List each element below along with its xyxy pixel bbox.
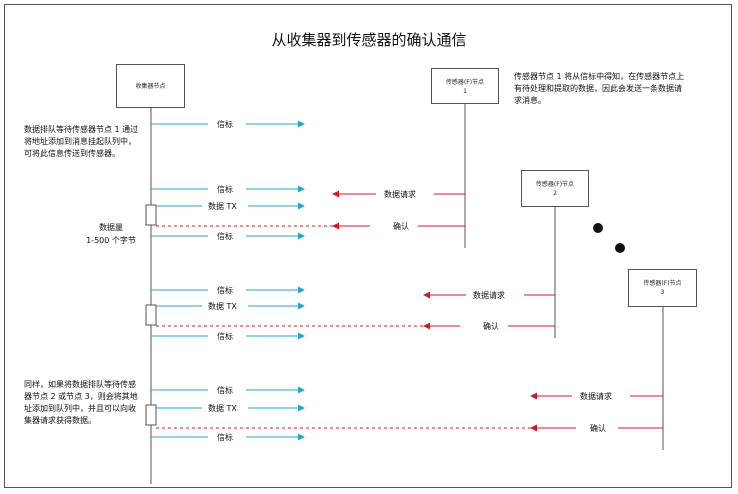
beacon-label: 信标 (217, 120, 233, 129)
activation-box (145, 204, 157, 226)
sensor3-node-label: 传感器(F)节点 (643, 280, 682, 287)
sensor1-node-number: 1 (463, 88, 467, 95)
data-tx-label: 数据 TX (208, 202, 237, 211)
sensor1-beacon-note: 传感器节点 1 将从信标中得知，在传感器节点上有待处理和提取的数据，因此会发送一… (514, 72, 685, 105)
sensor2-node-label: 传感器(F)节点 (535, 181, 575, 188)
collector-node-label: 收集器节点 (135, 83, 166, 90)
payload-size-note: 数据量 1-500 个字节 (86, 223, 136, 245)
beacon-label: 信标 (217, 185, 233, 194)
ack-label: 确认 (483, 322, 499, 331)
activation-box (145, 404, 157, 426)
sensor3-node-box: 传感器(F)节点 3 (628, 269, 697, 307)
diagram-frame (4, 4, 732, 488)
ack-label: 确认 (590, 424, 606, 433)
sensor2-node-box: 传感器(F)节点 2 (521, 170, 589, 207)
ellipsis-dot (615, 243, 625, 253)
beacon-label: 信标 (217, 286, 233, 295)
ack-label: 确认 (393, 222, 409, 231)
beacon-label: 信标 (217, 433, 233, 442)
sensor1-node-box: 传感器(F)节点 1 (431, 68, 499, 104)
diagram-title: 从收集器到传感器的确认通信 (271, 31, 467, 49)
activation-box (145, 304, 157, 326)
queue-other-sensors-note: 同样，如果将数据排队等待传感器节点 2 或节点 3，则会将其地址添加到队列中，并… (24, 380, 138, 425)
queue-sensor1-note: 数据排队等待传感器节点 1 通过将地址添加到消息挂起队列中，可将此信息传送到传感… (24, 125, 139, 158)
ellipsis-dot (593, 223, 603, 233)
beacon-label: 信标 (217, 332, 233, 341)
sensor3-node-number: 3 (660, 289, 665, 296)
data-request-label: 数据请求 (384, 190, 416, 199)
collector-node-box: 收集器节点 (116, 64, 185, 108)
sensor1-node-label: 传感器(F)节点 (445, 79, 485, 86)
data-tx-label: 数据 TX (208, 404, 237, 413)
sensor2-node-number: 2 (553, 190, 557, 197)
beacon-label: 信标 (217, 386, 233, 395)
beacon-label: 信标 (217, 232, 233, 241)
data-request-label: 数据请求 (473, 291, 505, 300)
data-request-label: 数据请求 (580, 392, 612, 401)
data-tx-label: 数据 TX (208, 302, 237, 311)
